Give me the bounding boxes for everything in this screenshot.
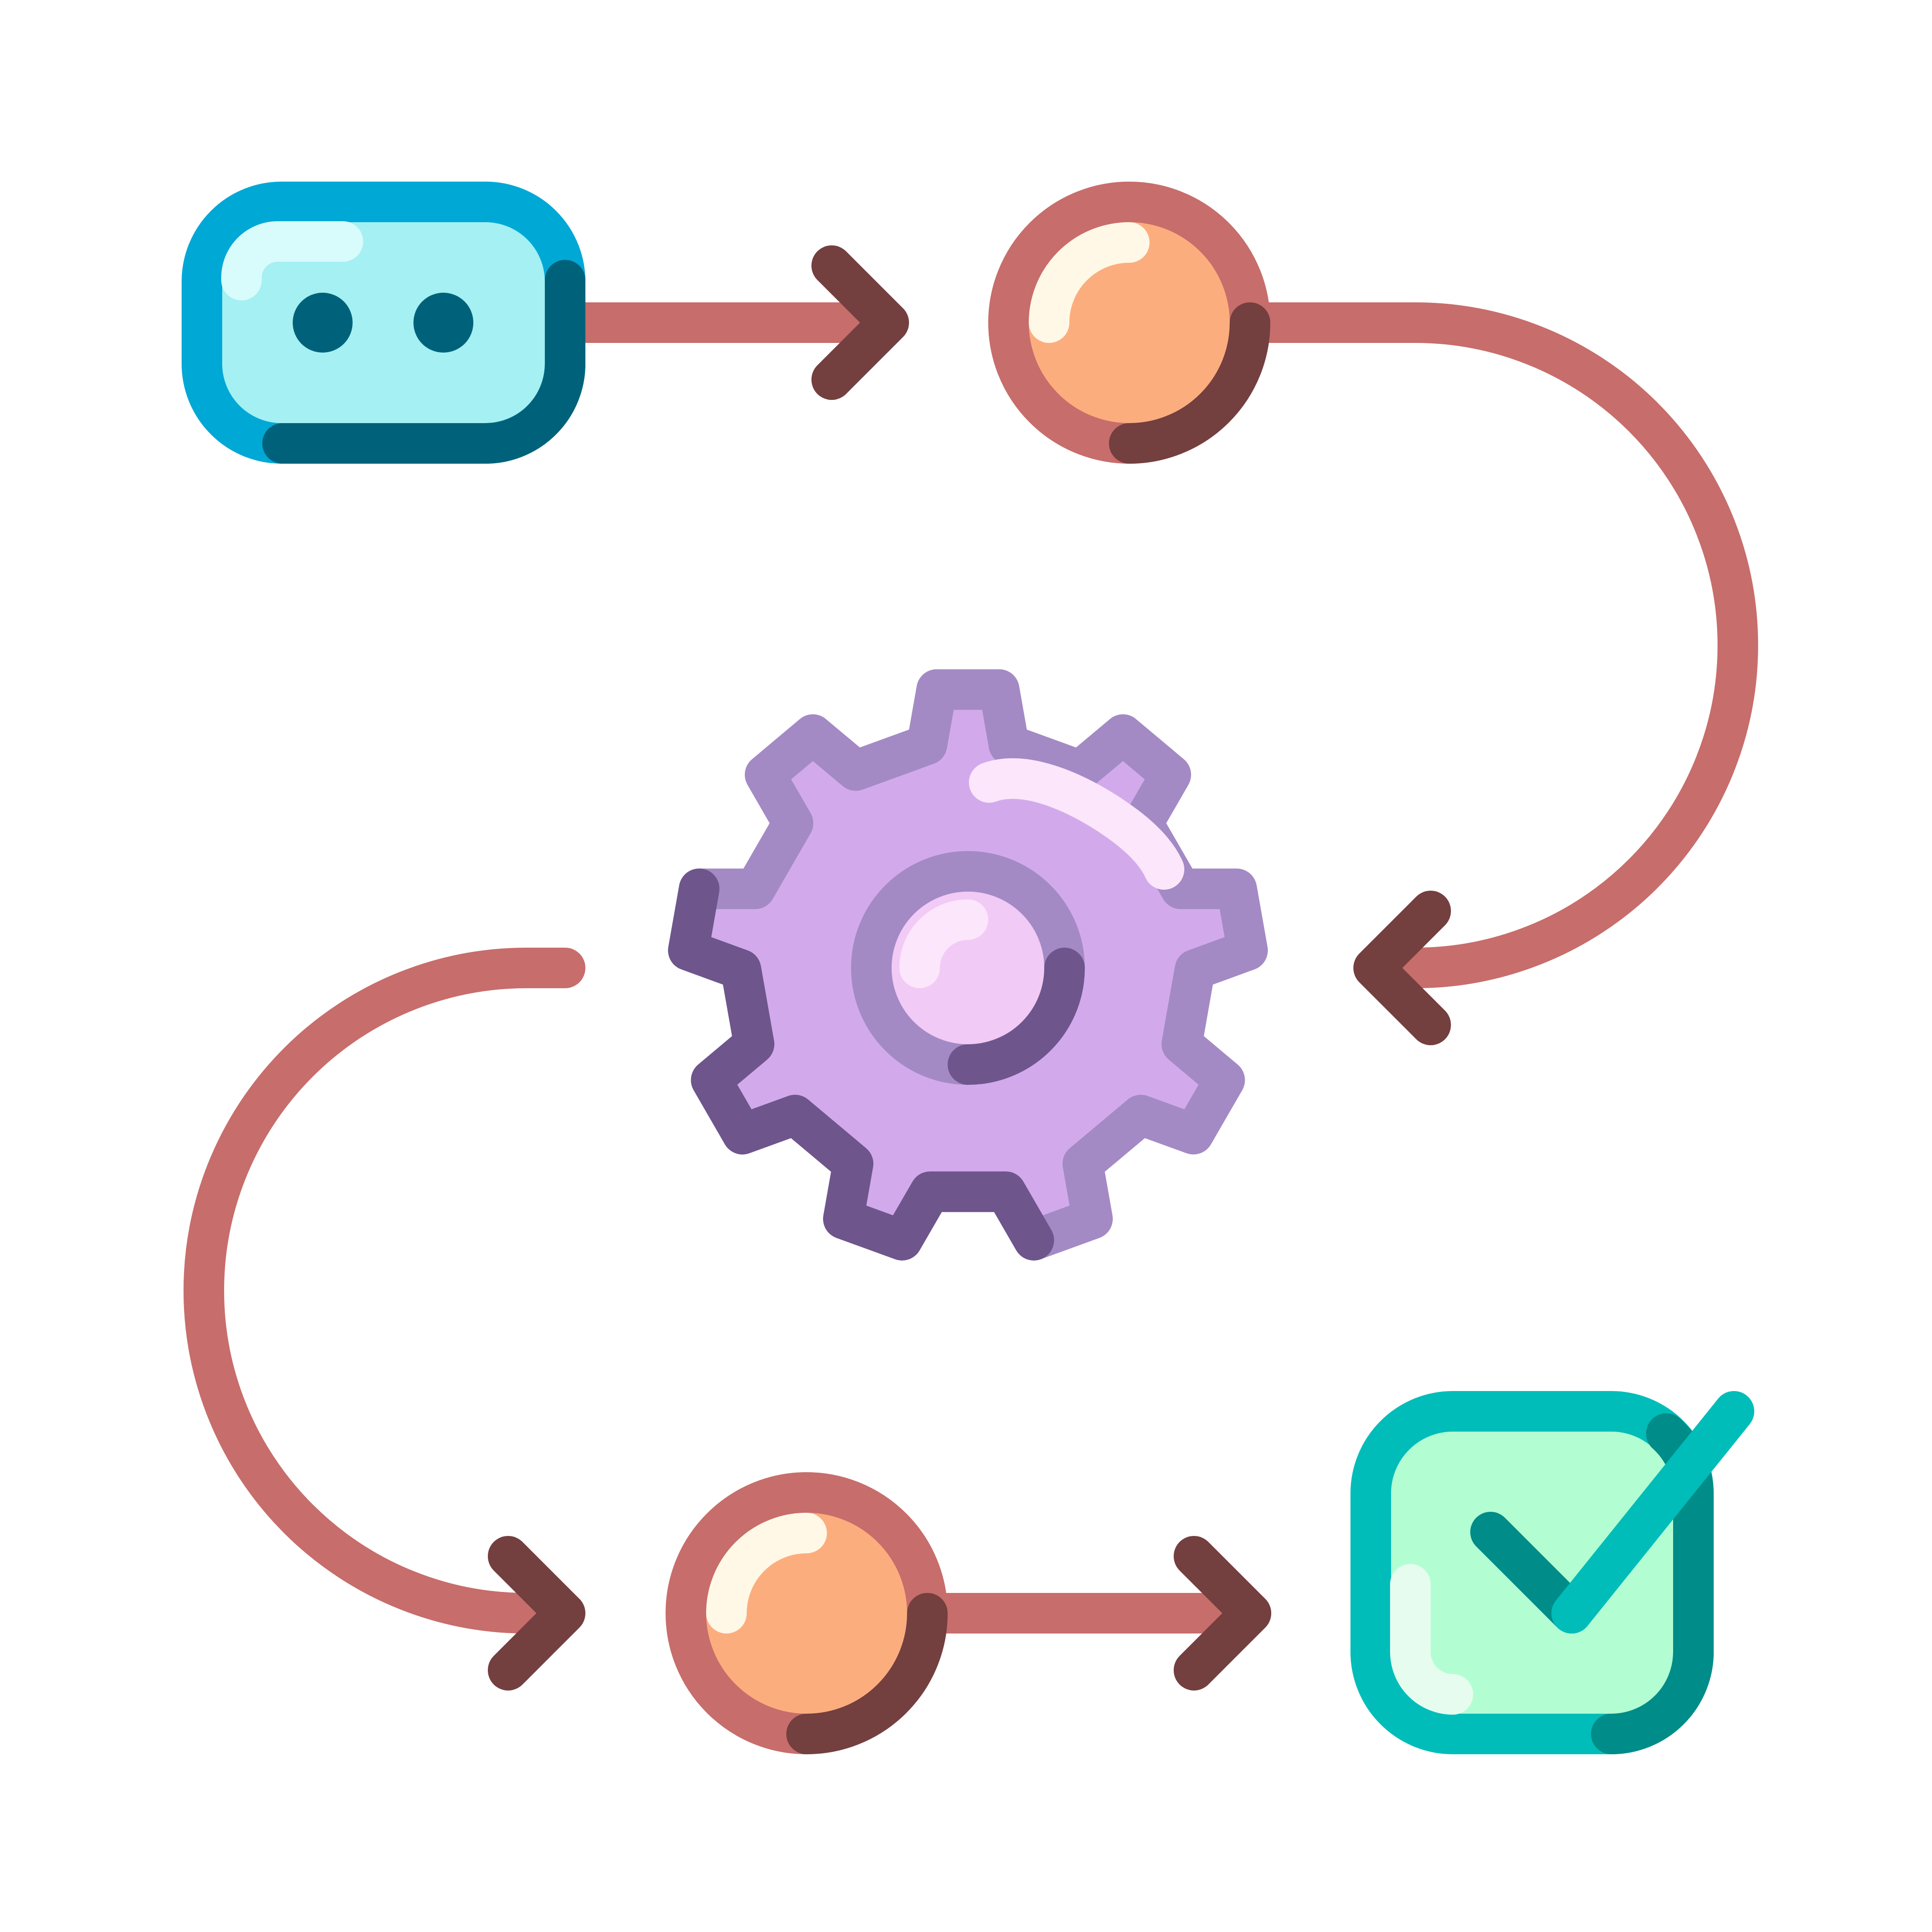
checkmark-icon (1551, 1391, 1754, 1634)
arrow-head-right-icon (811, 245, 909, 400)
start-node-highlight (221, 221, 363, 300)
start-node-shadow (262, 260, 585, 464)
step-2-shadow (786, 1593, 948, 1754)
gear-hub-highlight (899, 899, 988, 988)
dot-icon (413, 293, 473, 353)
step-1-highlight (1029, 222, 1150, 343)
gear-shadow (668, 868, 1054, 1261)
arrow-head-right-icon (1174, 1536, 1271, 1690)
connectors (184, 302, 1758, 1634)
dot-icon (293, 293, 353, 353)
gear-hub-shadow (948, 948, 1085, 1085)
end-node-highlight (1390, 1564, 1473, 1715)
gear-shine-highlight (969, 758, 1184, 890)
connector-step1-to-process (1236, 302, 1758, 988)
arrow-head-left-icon (1353, 891, 1451, 1045)
start-node (182, 182, 585, 464)
arrow-head-right-icon (488, 1536, 585, 1690)
end-node (1350, 1391, 1754, 1754)
step-1-node (988, 182, 1270, 464)
step-1-shadow (1109, 302, 1270, 464)
connector-process-to-step2 (184, 948, 585, 1634)
step-2-node (666, 1472, 948, 1754)
process-node (668, 669, 1268, 1261)
arrow-heads (488, 245, 1451, 1690)
step-2-highlight (706, 1513, 827, 1634)
